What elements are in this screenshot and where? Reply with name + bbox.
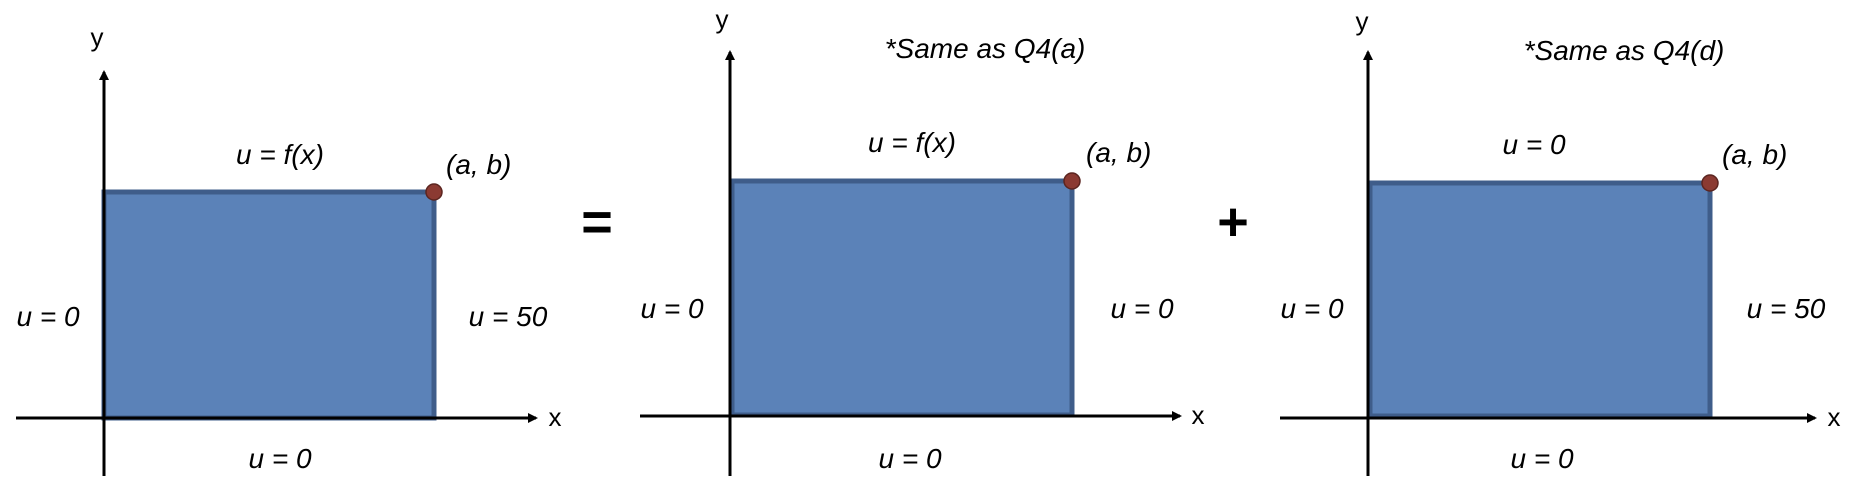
- panel-2-right-boundary: u = 0: [1110, 293, 1173, 324]
- panel-1: y x u = f(x) (a, b) u = 0 u = 50 u = 0: [16, 22, 562, 476]
- panel-3-bottom-boundary: u = 0: [1510, 443, 1573, 474]
- panel-3-region: [1367, 180, 1713, 419]
- panel-1-corner-point: [425, 183, 443, 201]
- panel-2-region: [729, 178, 1075, 418]
- panel-1-top-boundary: u = f(x): [236, 139, 324, 170]
- panel-3-corner-point: [1701, 174, 1719, 192]
- panel-2-x-axis-label: x: [1192, 400, 1205, 430]
- panel-3-corner-label: (a, b): [1722, 139, 1787, 170]
- panel-1-corner-label: (a, b): [446, 149, 511, 180]
- panel-2: y x *Same as Q4(a) u = f(x) (a, b) u = 0…: [640, 4, 1205, 476]
- panel-3-y-axis-label: y: [1356, 6, 1369, 36]
- panel-3-right-boundary: u = 50: [1747, 293, 1826, 324]
- panel-1-bottom-boundary: u = 0: [248, 443, 311, 474]
- equals-sign: =: [581, 192, 613, 252]
- panel-3: y x *Same as Q4(d) u = 0 (a, b) u = 0 u …: [1280, 6, 1841, 476]
- panel-1-x-axis-label: x: [549, 402, 562, 432]
- plus-sign: +: [1217, 192, 1249, 252]
- panel-1-y-axis-label: y: [91, 22, 104, 52]
- panel-2-corner-label: (a, b): [1086, 137, 1151, 168]
- panel-3-left-boundary: u = 0: [1280, 293, 1343, 324]
- panel-2-note: *Same as Q4(a): [885, 33, 1086, 64]
- panel-2-corner-point: [1063, 172, 1081, 190]
- panel-3-x-axis-label: x: [1828, 402, 1841, 432]
- panel-2-left-boundary: u = 0: [640, 293, 703, 324]
- panel-3-top-boundary: u = 0: [1502, 129, 1565, 160]
- panel-1-left-boundary: u = 0: [16, 301, 79, 332]
- panel-2-y-axis-label: y: [716, 4, 729, 34]
- panel-3-note: *Same as Q4(d): [1524, 35, 1725, 66]
- panel-2-bottom-boundary: u = 0: [878, 443, 941, 474]
- panel-1-region: [101, 189, 437, 421]
- panel-1-right-boundary: u = 50: [469, 301, 548, 332]
- panel-2-top-boundary: u = f(x): [868, 127, 956, 158]
